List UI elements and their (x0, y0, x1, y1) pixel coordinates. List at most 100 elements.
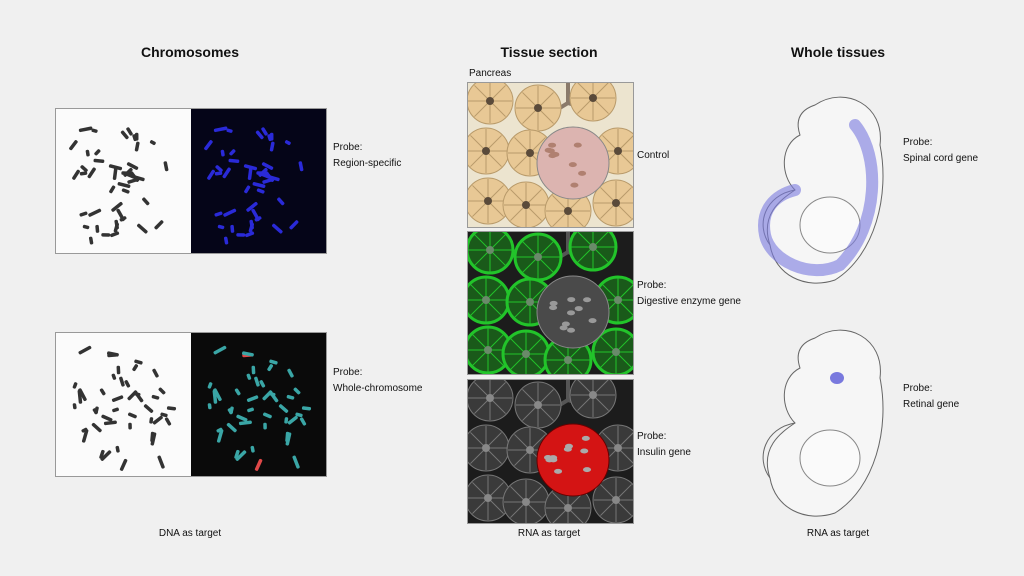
retina-stain (830, 372, 844, 384)
chromosome-fluorescent (299, 417, 307, 426)
pancreas-control-image (467, 82, 634, 228)
chromosome (163, 161, 169, 172)
chromosome-fluorescent (246, 395, 259, 402)
chromosome (149, 417, 154, 424)
chromosome-fluorescent (215, 165, 223, 173)
chromosome-fluorescent (286, 394, 295, 400)
islet-nucleus (588, 318, 597, 324)
chromosome (72, 382, 78, 389)
chromosome (121, 188, 130, 194)
chromosome (85, 149, 90, 157)
islet-nucleus (570, 182, 579, 188)
chromosome (152, 415, 163, 425)
chromosome (152, 368, 159, 378)
chromosome (133, 390, 144, 403)
chromosome (100, 450, 112, 461)
chromosome (101, 414, 113, 422)
islet (536, 423, 610, 497)
chromosome-fluorescent (268, 390, 279, 403)
chromosome (95, 224, 100, 233)
chromosome-fluorescent (213, 126, 228, 133)
chromosome-fluorescent (272, 223, 283, 234)
acinus-lumen (534, 253, 542, 261)
acinus-lumen (564, 504, 572, 512)
chromosome-fluorescent (238, 420, 252, 426)
chromosome (91, 422, 102, 433)
chromosome (164, 417, 172, 426)
chromosome (160, 412, 168, 418)
chromosome (81, 429, 89, 443)
chromosome-fluorescent (236, 233, 246, 237)
chromosome (78, 388, 87, 402)
islet-nucleus (581, 435, 590, 441)
chromosome-fluorescent (207, 382, 213, 389)
chromosome (157, 455, 165, 469)
chromosome (101, 233, 111, 237)
whole-tissues-heading: Whole tissues (790, 44, 886, 60)
chromosome (137, 223, 148, 234)
chromosome (103, 420, 117, 426)
chromosome-fluorescent (244, 185, 251, 194)
chromosome-fluorescent (247, 407, 254, 413)
chromosome-fluorescent (295, 412, 303, 418)
chromosome (99, 449, 105, 459)
islet-nucleus (567, 297, 576, 303)
chromosome-fluorescent (235, 450, 247, 461)
chromosome-fluorescent (217, 224, 225, 230)
chromosome-fluorescent (246, 373, 252, 380)
chromosome (88, 236, 94, 245)
acinus-lumen (484, 346, 492, 354)
chromosome (115, 445, 120, 453)
chromosome-fluorescent (277, 197, 285, 206)
acinus-lumen (614, 147, 622, 155)
embryo-body (766, 329, 884, 517)
chromosome-fluorescent (207, 403, 212, 410)
chromosome-fluorescent (261, 162, 274, 170)
chromosome (128, 422, 132, 430)
chromosome-fluorescent (267, 134, 272, 142)
chromosome (69, 140, 78, 151)
chromosome-fluorescent (236, 414, 248, 422)
chromosome (120, 130, 129, 140)
islet-nucleus (563, 446, 572, 452)
fluorescence-background (191, 333, 326, 476)
chromosome-fluorescent (254, 458, 263, 471)
chromosome (94, 406, 99, 415)
embryo-tail (762, 422, 796, 479)
acinus-lumen (614, 444, 622, 452)
chromosome-fluorescent (216, 429, 224, 443)
acinus-lumen (484, 494, 492, 502)
chromosome (93, 158, 105, 164)
acinus-lumen (564, 207, 572, 215)
chromosome-fluorescent (252, 182, 266, 188)
chromosome (116, 365, 121, 375)
chromosome (111, 373, 117, 380)
fluorescence-background (191, 109, 326, 253)
chromosome-region-specific-image (55, 108, 327, 254)
islet-nucleus (583, 297, 592, 303)
chromosome (72, 403, 77, 410)
chromosome-fluorescent (292, 455, 300, 469)
islet-nucleus (559, 325, 568, 331)
acinus-lumen (484, 197, 492, 205)
acinus-lumen (534, 104, 542, 112)
chromosome (94, 149, 101, 156)
chromosome-fluorescent (234, 388, 241, 396)
chromosome (109, 185, 116, 194)
chromosome (132, 134, 137, 142)
probe-region-specific-label: Probe:Region-specific (333, 142, 402, 169)
chromosome-fluorescent (278, 404, 289, 413)
chromosome-fluorescent (222, 167, 231, 179)
chromosome (150, 432, 157, 446)
acinus-lumen (612, 199, 620, 207)
chromosome (119, 458, 128, 471)
chromosome (126, 162, 139, 170)
chromosome-fluorescent (223, 236, 229, 245)
acinus-lumen (522, 498, 530, 506)
chromosome-fluorescent (301, 406, 312, 411)
islet-nucleus (567, 327, 576, 333)
embryo-belly (799, 429, 861, 487)
chromosome (166, 406, 177, 411)
acinus-lumen (534, 401, 542, 409)
chromosome (88, 208, 102, 217)
